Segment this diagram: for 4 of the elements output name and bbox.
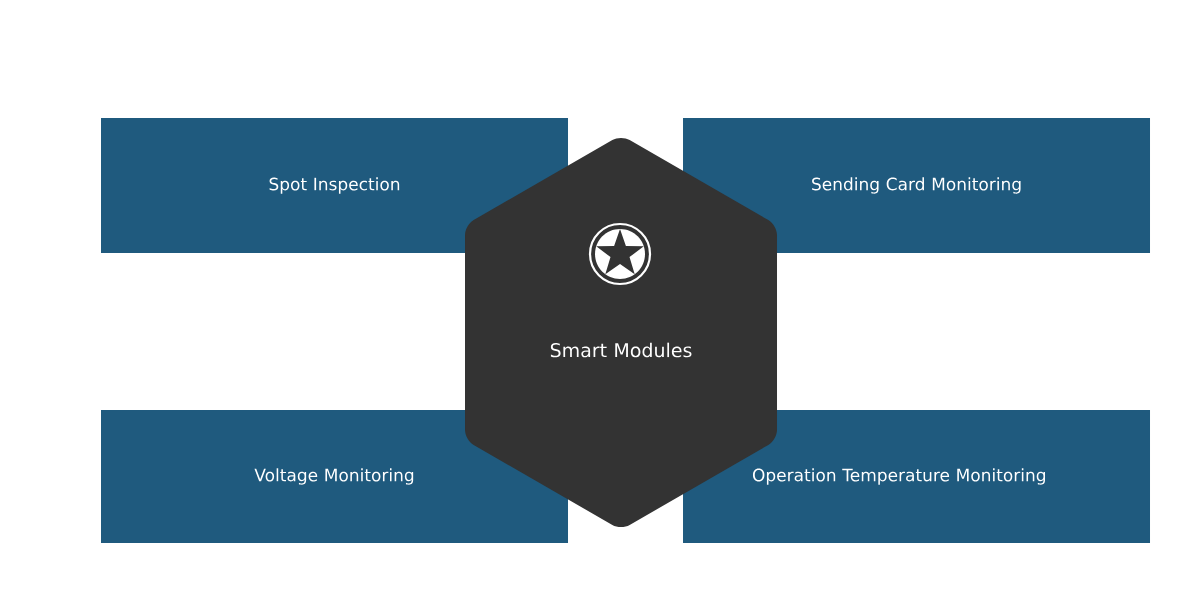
- text-box: Voltage Monitoring: [101, 410, 568, 543]
- text-box: Sending Card Monitoring: [683, 118, 1150, 253]
- text-box: Operation Temperature Monitoring: [683, 410, 1150, 543]
- text-box: Spot Inspection: [101, 118, 568, 253]
